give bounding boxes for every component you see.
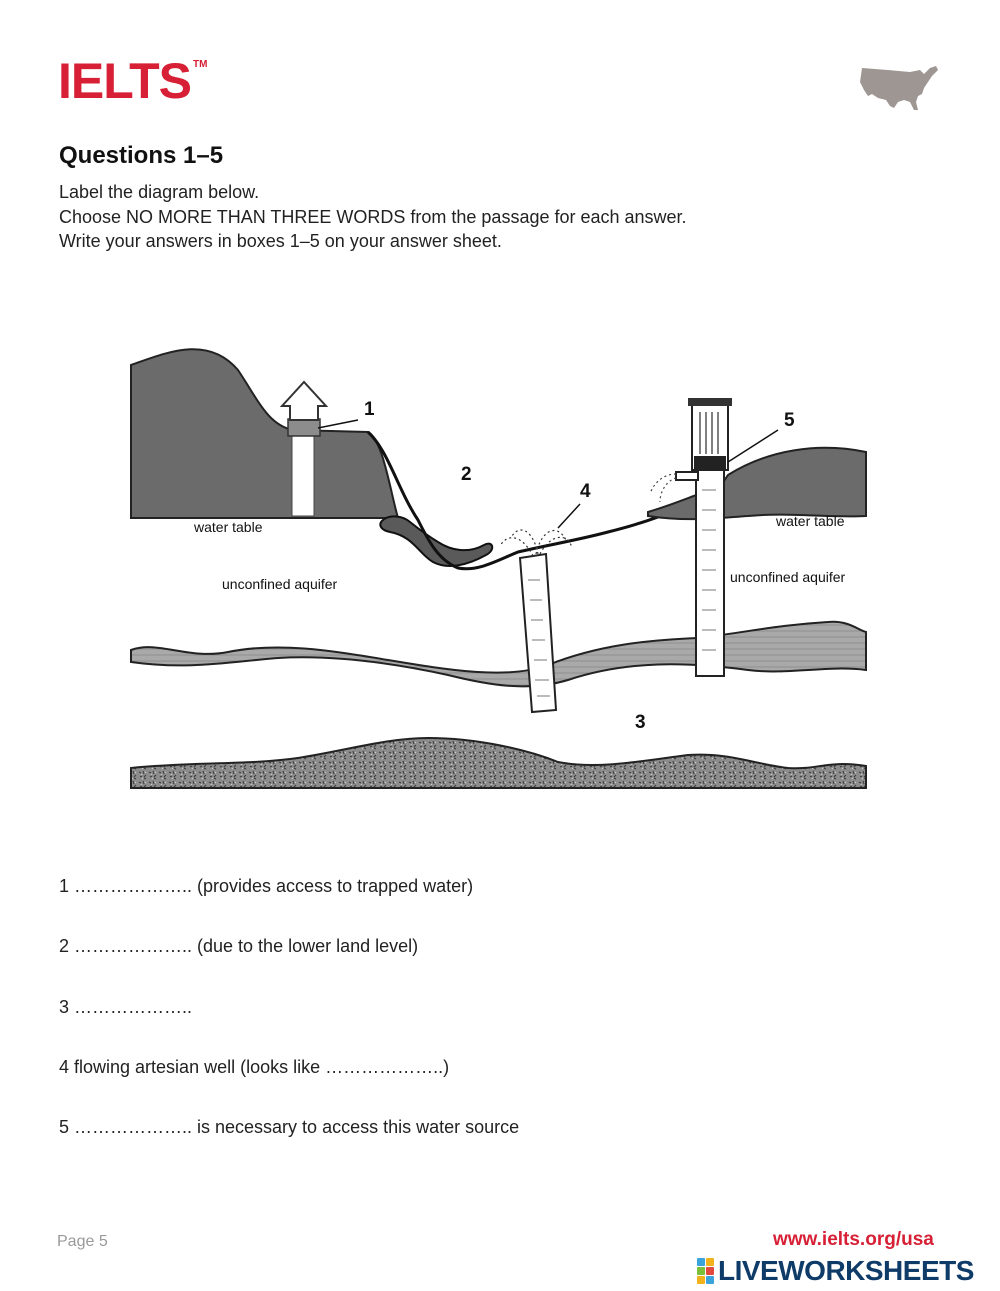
question-list: 1 ……………….. (provides access to trapped w… <box>59 876 519 1177</box>
pump-spray <box>650 474 676 502</box>
logo-text: IELTS <box>58 53 191 109</box>
page-number: Page 5 <box>57 1233 108 1251</box>
question-item: 5 ……………….. is necessary to access this w… <box>59 1117 519 1177</box>
label-4: 4 <box>580 481 591 502</box>
well-4-shaft <box>520 554 556 712</box>
label-water-table-left: water table <box>193 519 263 535</box>
question-item: 2 ……………….. (due to the lower land level) <box>59 936 519 996</box>
label-aquifer-left: unconfined aquifer <box>222 576 338 592</box>
question-item: 1 ……………….. (provides access to trapped w… <box>59 876 519 936</box>
left-hill <box>131 349 398 518</box>
logo-trademark: TM <box>193 59 207 70</box>
instructions: Label the diagram below. Choose NO MORE … <box>59 180 687 254</box>
liveworksheets-text: LIVEWORKSHEETS <box>718 1255 974 1287</box>
label-2: 2 <box>461 464 472 485</box>
bedrock <box>131 738 866 788</box>
pond <box>380 516 492 566</box>
right-hill <box>648 448 866 519</box>
footer-url[interactable]: www.ielts.org/usa <box>773 1229 934 1251</box>
aquifer-diagram: 1 2 3 4 5 water table water table unconf… <box>128 340 870 795</box>
liveworksheets-cubes-icon <box>697 1258 714 1284</box>
label-water-table-right: water table <box>775 513 845 529</box>
question-item: 4 flowing artesian well (looks like …………… <box>59 1057 519 1117</box>
pump-base <box>694 456 726 470</box>
well-1-shaft <box>292 432 314 516</box>
section-heading: Questions 1–5 <box>59 142 223 170</box>
label-aquifer-right: unconfined aquifer <box>730 569 846 585</box>
instruction-line: Write your answers in boxes 1–5 on your … <box>59 229 687 254</box>
pump-top <box>688 398 732 406</box>
well-5-pipe <box>696 460 724 676</box>
question-item: 3 ……………….. <box>59 997 519 1057</box>
pump-spout <box>676 472 698 480</box>
instruction-line: Label the diagram below. <box>59 180 687 205</box>
label-1: 1 <box>364 399 375 420</box>
liveworksheets-logo: LIVEWORKSHEETS <box>697 1254 974 1288</box>
instruction-line: Choose NO MORE THAN THREE WORDS from the… <box>59 205 687 230</box>
usa-map-icon <box>858 60 940 114</box>
label-5: 5 <box>784 410 795 431</box>
well-1-cap <box>288 419 320 436</box>
confining-layer <box>131 622 866 687</box>
well-1-roof <box>282 382 326 420</box>
label-3: 3 <box>635 712 646 733</box>
